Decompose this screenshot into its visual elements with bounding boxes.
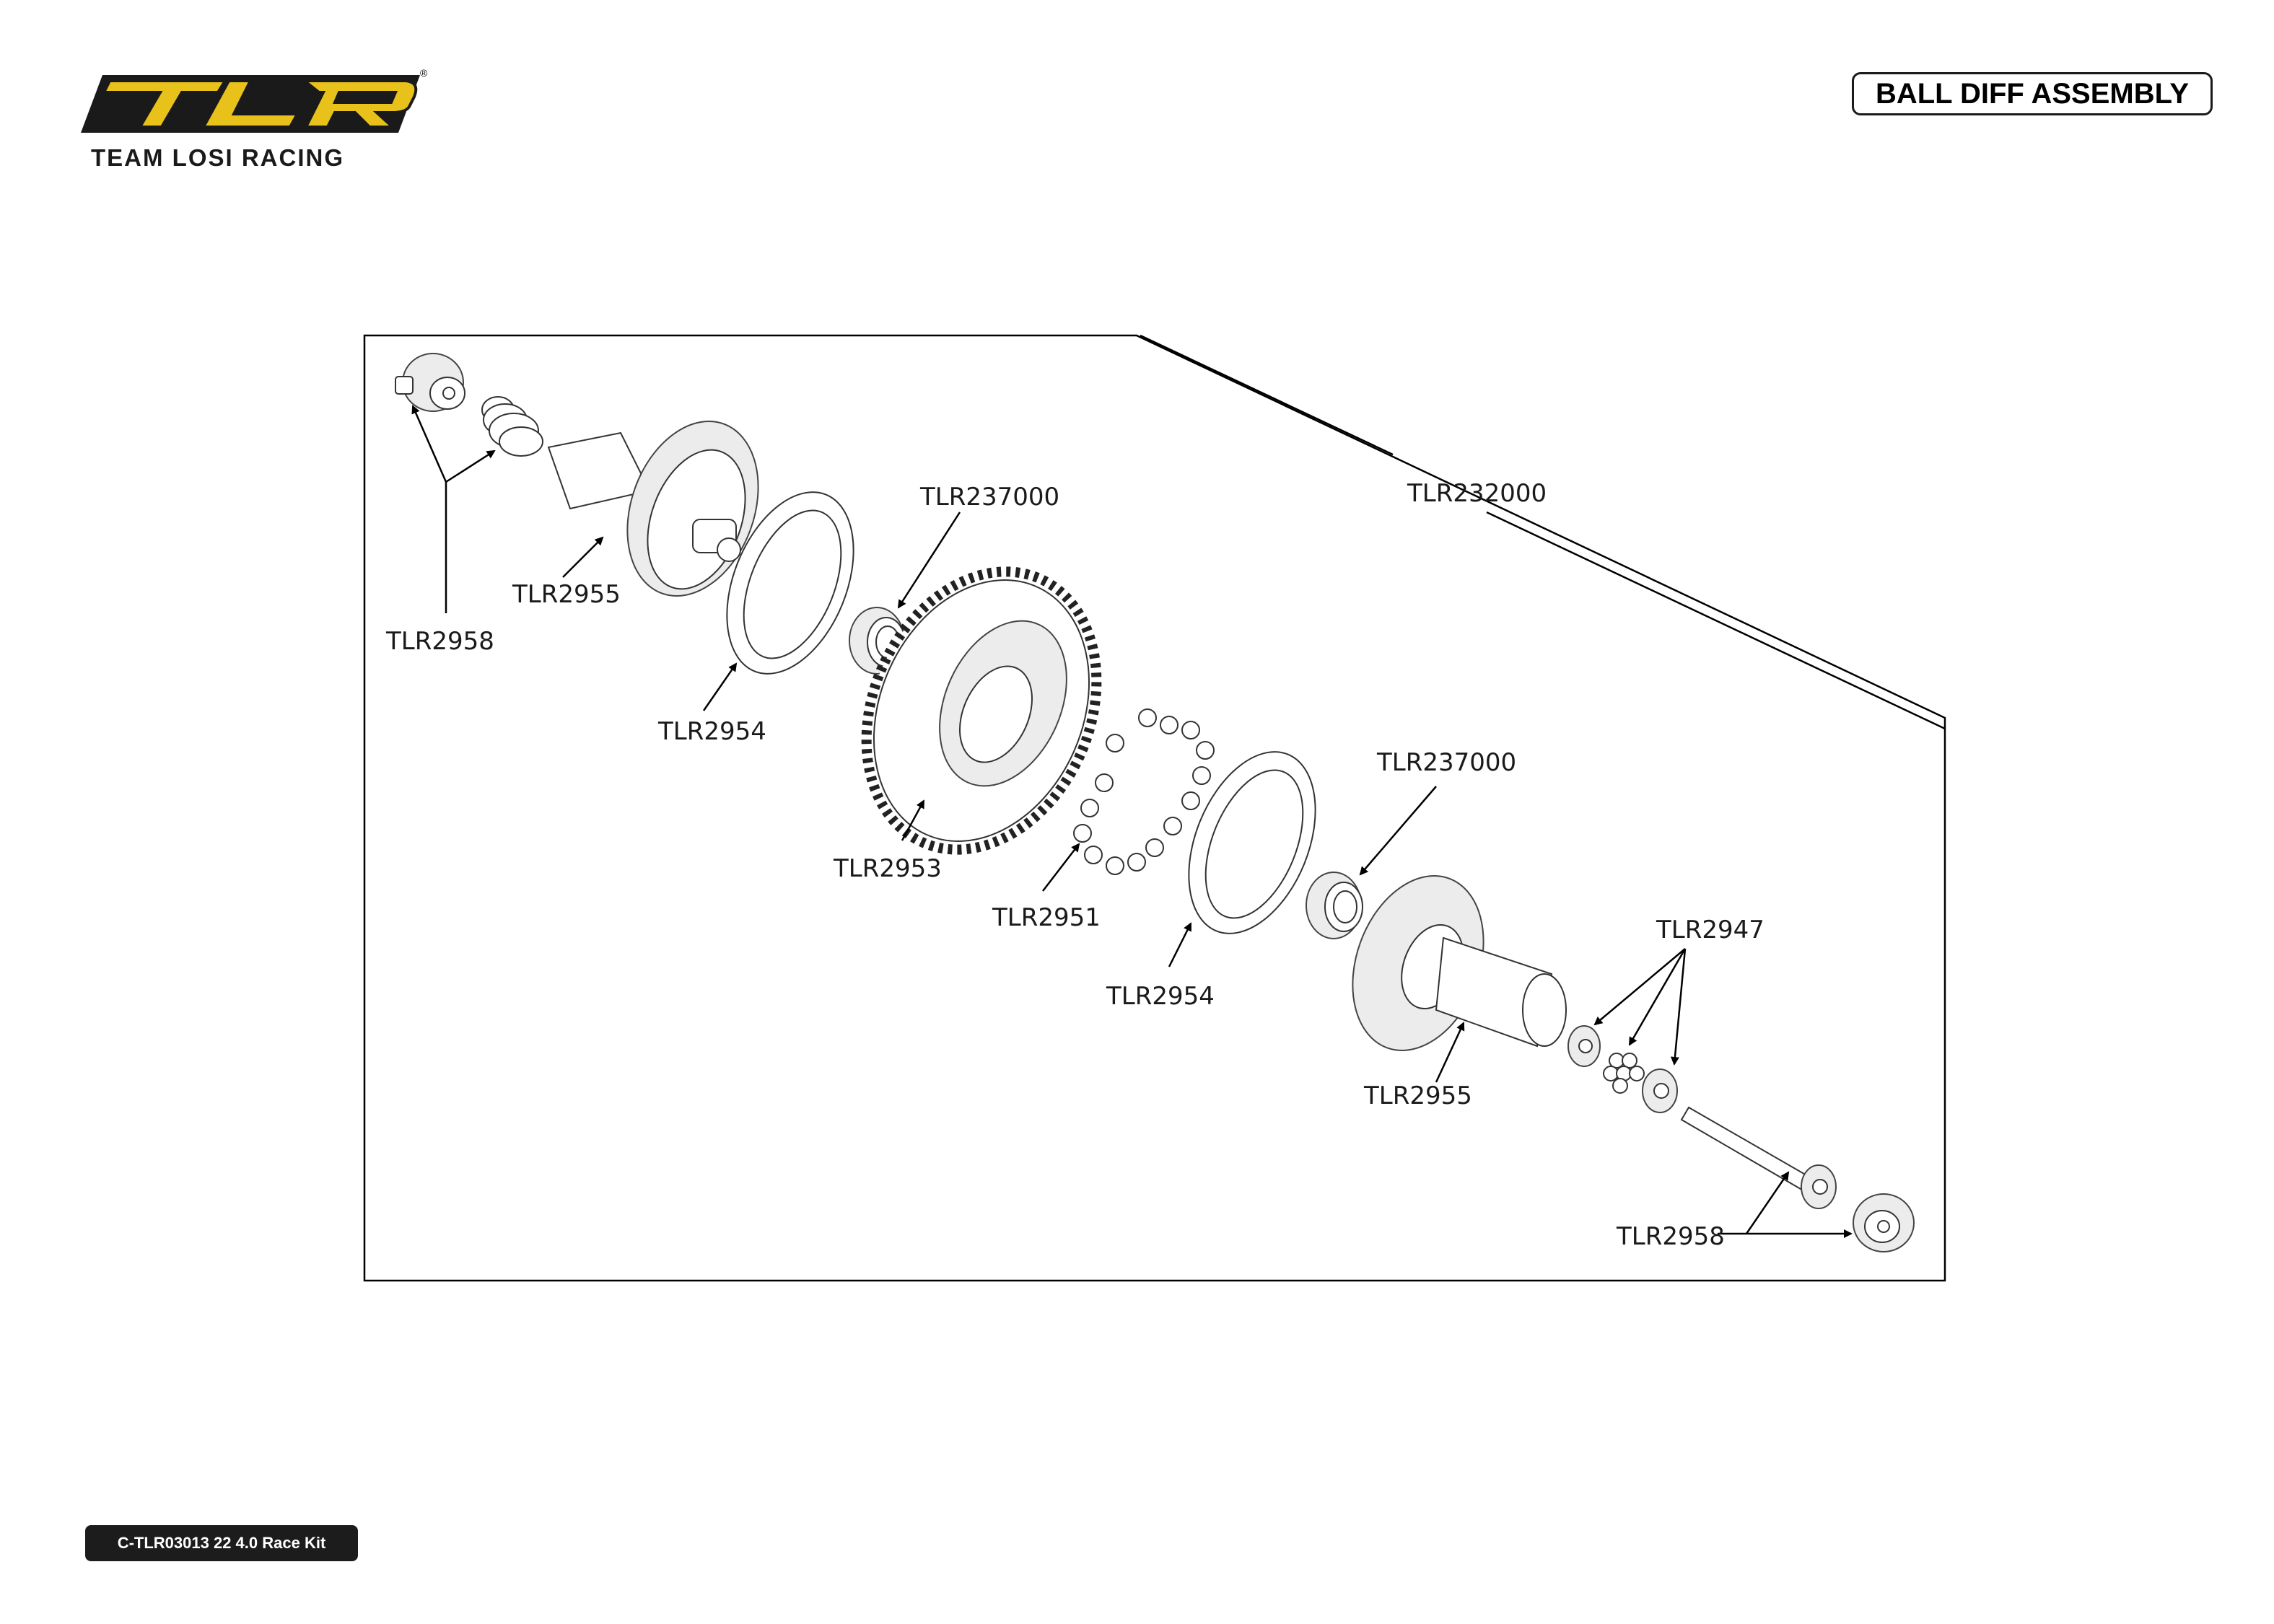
- logo-tagline: TEAM LOSI RACING: [91, 144, 344, 171]
- diff-nut-top: [395, 353, 465, 412]
- diff-gear: [861, 566, 1102, 855]
- callout-assembly: TLR232000: [1407, 479, 1547, 508]
- assembly-frame: [363, 334, 1946, 1282]
- outdrive-top: [547, 420, 759, 597]
- diff-ring-bottom: [1188, 751, 1316, 934]
- kit-label: C-TLR03013 22 4.0 Race Kit: [117, 1534, 326, 1552]
- callout-diff-ring-bottom: TLR2954: [1106, 982, 1215, 1011]
- callout-nut-spring-top: TLR2958: [385, 627, 494, 656]
- diff-balls: [1073, 708, 1215, 875]
- callout-bearing-bottom: TLR237000: [1376, 748, 1516, 777]
- callout-diff-balls: TLR2951: [992, 903, 1101, 932]
- bearing-bottom: [1306, 872, 1363, 939]
- callout-outdrive-bottom: TLR2955: [1363, 1081, 1472, 1110]
- callout-outdrive-top: TLR2955: [512, 580, 621, 609]
- callout-lines: [411, 334, 1946, 1238]
- diff-spring: [481, 396, 543, 457]
- page-title: BALL DIFF ASSEMBLY: [1875, 77, 2190, 110]
- diff-nut-bottom: [1853, 1193, 1915, 1252]
- registered-mark: ®: [420, 67, 428, 79]
- diff-ring-top: [726, 491, 854, 675]
- callout-diff-ring-top: TLR2954: [657, 717, 766, 746]
- thrust-bearing: [1567, 1025, 1678, 1113]
- page-title-box: BALL DIFF ASSEMBLY: [1852, 72, 2213, 115]
- kit-badge: C-TLR03013 22 4.0 Race Kit: [85, 1525, 358, 1561]
- tlr-logo: ® TEAM LOSI RACING: [81, 67, 428, 171]
- callout-gear: TLR2953: [833, 854, 942, 883]
- outdrive-bottom: [1352, 874, 1567, 1052]
- diff-screw: [1680, 1106, 1837, 1209]
- callout-bearing-top: TLR237000: [919, 483, 1059, 512]
- logo-mark: ®: [81, 67, 428, 133]
- callout-screw-nut-bottom: TLR2958: [1616, 1222, 1725, 1251]
- callout-thrust-bearing: TLR2947: [1656, 916, 1764, 944]
